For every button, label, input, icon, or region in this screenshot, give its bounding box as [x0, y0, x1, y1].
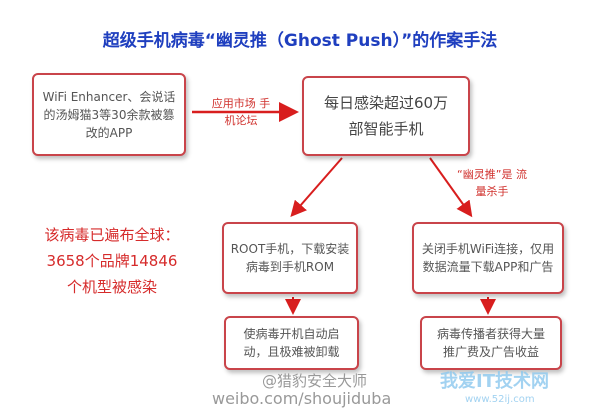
node-ad-profit: 病毒传播者获得大量推广费及广告收益: [420, 316, 562, 370]
diagram-title: 超级手机病毒“幽灵推（Ghost Push）”的作案手法: [102, 31, 498, 51]
node-disable-wifi: 关闭手机WiFi连接，仅用数据流量下载APP和广告: [412, 222, 564, 294]
node-daily-infections: 每日感染超过60万部智能手机: [302, 76, 470, 156]
node-auto-start: 使病毒开机自动启动，且极难被卸载: [224, 316, 359, 370]
site-watermark: 我爱IT技术网: [440, 371, 549, 392]
node-source-apps: WiFi Enhancer、会说话的汤姆猫3等30余款被篡改的APP: [32, 73, 186, 156]
node-root-phone: ROOT手机，下载安装病毒到手机ROM: [222, 222, 358, 294]
arrow-infected-to-wifi: [429, 157, 473, 218]
infection-stats: 该病毒已遍布全球：3658个品牌14846个机型被感染: [44, 226, 180, 296]
weibo-url-watermark: weibo.com/shoujiduba: [212, 389, 392, 408]
edge-label-channel: 应用市场 手机论坛: [211, 97, 271, 127]
arrow-infected-to-root: [290, 157, 343, 218]
edge-label-traffic-killer: “幽灵推”是 流量杀手: [457, 168, 527, 198]
weibo-handle-watermark: @猎豹安全大师: [262, 372, 368, 390]
site-url-watermark: www.52ij.com: [465, 394, 535, 405]
